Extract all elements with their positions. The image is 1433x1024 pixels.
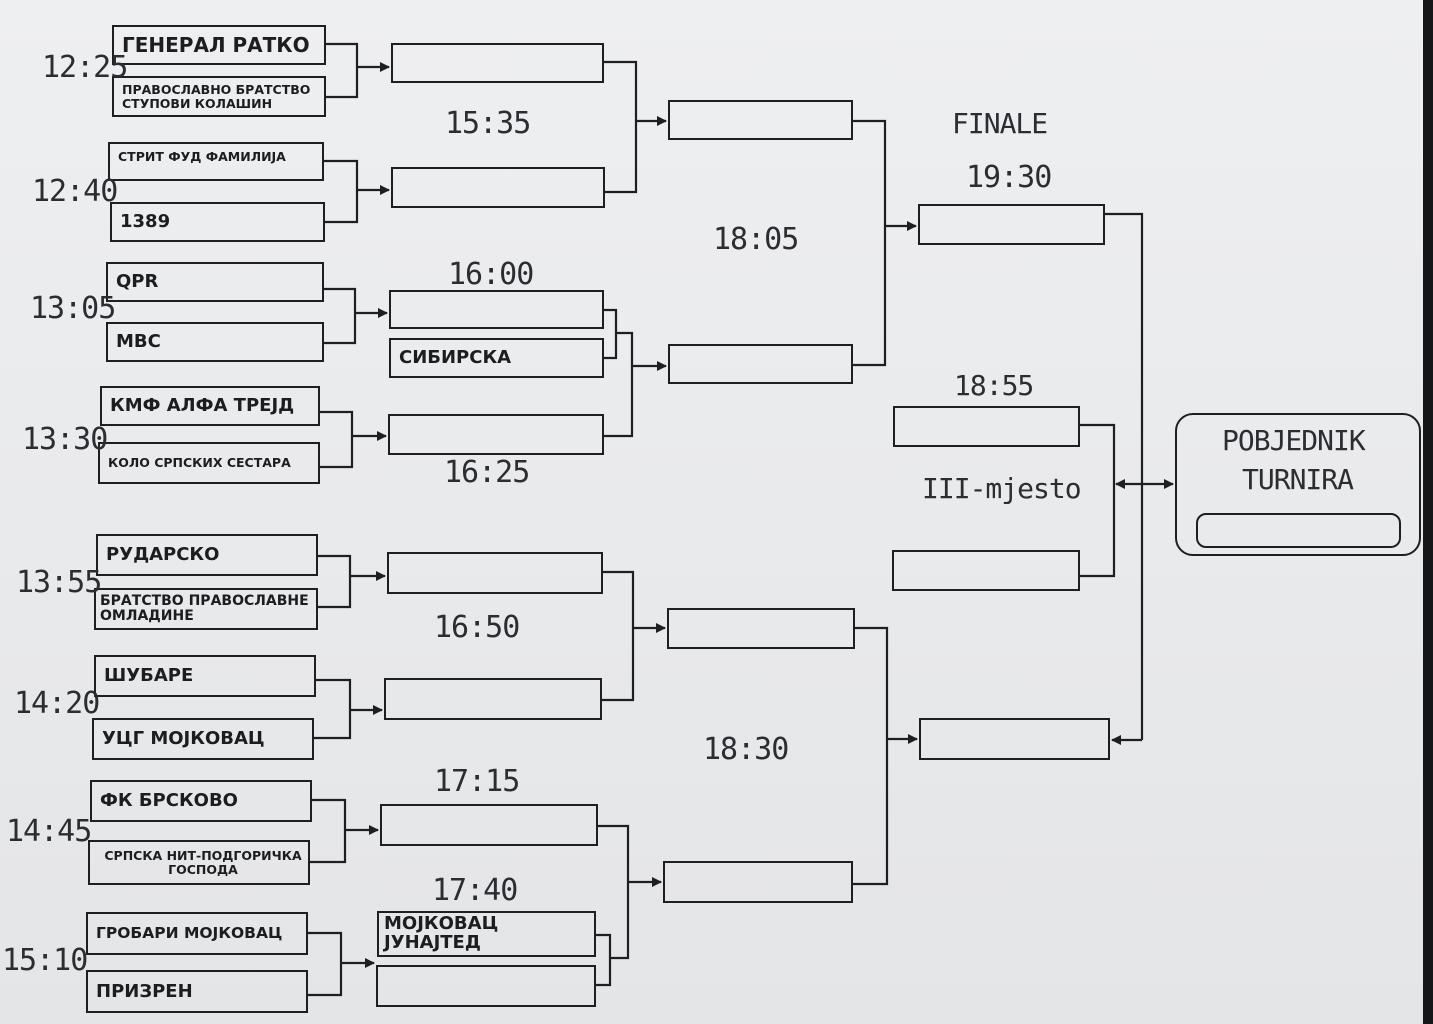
- r2-slot-7: [384, 678, 602, 720]
- time-semi-1: 18:05: [713, 222, 799, 257]
- team-slot-15: ГРОБАРИ МОЈКОВАЦ: [86, 912, 308, 955]
- winner-label-line2: TURNIRA: [1242, 463, 1354, 496]
- team-slot-7: КМФ АЛФА ТРЕЈД: [100, 386, 320, 426]
- time-r1-6: 14:20: [14, 686, 100, 721]
- qf-slot-3: [667, 608, 855, 649]
- final-label: FINALE: [952, 107, 1048, 140]
- team-slot-5: QPR: [106, 262, 324, 302]
- team-slot-12: УЦГ МОЈКОВАЦ: [92, 718, 314, 760]
- team-slot-1: ГЕНЕРАЛ РАТКО: [112, 25, 326, 65]
- team-slot-16: ПРИЗРЕН: [86, 970, 308, 1013]
- team-slot-11: ШУБАРЕ: [94, 655, 316, 697]
- time-third-place: 18:55: [954, 369, 1034, 402]
- r2-slot-6: [387, 552, 603, 594]
- time-r2-6: 17:40: [432, 873, 518, 908]
- qf-slot-1: [668, 100, 853, 140]
- team-name: MBC: [116, 331, 161, 353]
- time-r1-8: 15:10: [2, 943, 88, 978]
- team-name: РУДАРСКО: [106, 544, 220, 566]
- team-slot-9: РУДАРСКО: [96, 534, 318, 576]
- final-slot-2: [919, 718, 1110, 760]
- time-semi-2: 18:30: [703, 732, 789, 767]
- team-slot-10: БРАТСТВО ПРАВОСЛАВНЕ ОМЛАДИНЕ: [94, 588, 318, 630]
- time-r2-3: 16:25: [444, 455, 530, 490]
- time-r2-1: 15:35: [445, 106, 531, 141]
- r2-slot-5: [388, 414, 604, 455]
- team-slot-14: СРПСКА НИТ-ПОДГОРИЧКА ГОСПОДА: [88, 840, 310, 885]
- team-name: ШУБАРЕ: [104, 665, 194, 687]
- team-name: КМФ АЛФА ТРЕЈД: [110, 395, 295, 417]
- team-slot-2: ПРАВОСЛАВНО БРАТСТВО СТУПОВИ КОЛАШИН: [112, 76, 326, 117]
- third-slot-2: [892, 550, 1080, 591]
- r2-slot-4: СИБИРСКА: [389, 338, 604, 378]
- time-r2-2: 16:00: [448, 257, 534, 292]
- r2-slot-9: МОЈКОВАЦ ЈУНАЈТЕД: [377, 911, 596, 957]
- r2-slot-3: [389, 290, 604, 329]
- winner-label-line1: POBJEDNIK: [1222, 424, 1366, 457]
- team-slot-4: 1389: [110, 202, 325, 242]
- team-name: ПРАВОСЛАВНО БРАТСТВО СТУПОВИ КОЛАШИН: [122, 81, 311, 111]
- r2-slot-1: [391, 43, 604, 83]
- qf-slot-2: [668, 344, 853, 384]
- team-name: МОЈКОВАЦ ЈУНАЈТЕД: [384, 913, 499, 953]
- team-name: QPR: [116, 271, 159, 293]
- team-name: КОЛО СРПСКИХ СЕСТАРА: [108, 455, 291, 471]
- team-name: ГЕНЕРАЛ РАТКО: [122, 33, 310, 57]
- team-slot-13: ФК БРСКОВО: [90, 780, 312, 822]
- team-name: ГРОБАРИ МОЈКОВАЦ: [96, 923, 283, 942]
- team-slot-3: СТРИТ ФУД ФАМИЛИЈА: [108, 142, 324, 181]
- time-r2-4: 16:50: [434, 610, 520, 645]
- team-name: СРПСКА НИТ-ПОДГОРИЧКА ГОСПОДА: [104, 847, 302, 877]
- team-name: СИБИРСКА: [399, 347, 512, 369]
- team-name: УЦГ МОЈКОВАЦ: [102, 728, 265, 750]
- team-name: СТРИТ ФУД ФАМИЛИЈА: [118, 149, 286, 164]
- team-slot-6: MBC: [106, 322, 324, 362]
- time-r1-7: 14:45: [6, 814, 92, 849]
- time-r1-1: 12:25: [42, 50, 128, 85]
- final-slot-1: [918, 204, 1105, 245]
- third-slot-1: [893, 406, 1080, 447]
- time-r1-3: 13:05: [30, 291, 116, 326]
- r2-slot-10: [376, 965, 596, 1007]
- r2-slot-8: [380, 804, 598, 846]
- winner-slot: [1196, 513, 1401, 548]
- team-name: БРАТСТВО ПРАВОСЛАВНЕ ОМЛАДИНЕ: [100, 592, 309, 624]
- time-r1-5: 13:55: [16, 565, 102, 600]
- team-slot-8: КОЛО СРПСКИХ СЕСТАРА: [98, 442, 320, 484]
- time-r2-5: 17:15: [434, 764, 520, 799]
- time-r1-2: 12:40: [32, 174, 118, 209]
- team-name: ПРИЗРЕН: [96, 980, 193, 1002]
- r2-slot-2: [391, 167, 605, 208]
- qf-slot-4: [663, 861, 853, 903]
- team-name: 1389: [120, 211, 171, 233]
- time-final: 19:30: [966, 160, 1052, 195]
- third-place-label: III-mjesto: [922, 472, 1082, 505]
- time-r1-4: 13:30: [22, 422, 108, 457]
- winner-panel: [1175, 413, 1421, 556]
- team-name: ФК БРСКОВО: [100, 790, 238, 812]
